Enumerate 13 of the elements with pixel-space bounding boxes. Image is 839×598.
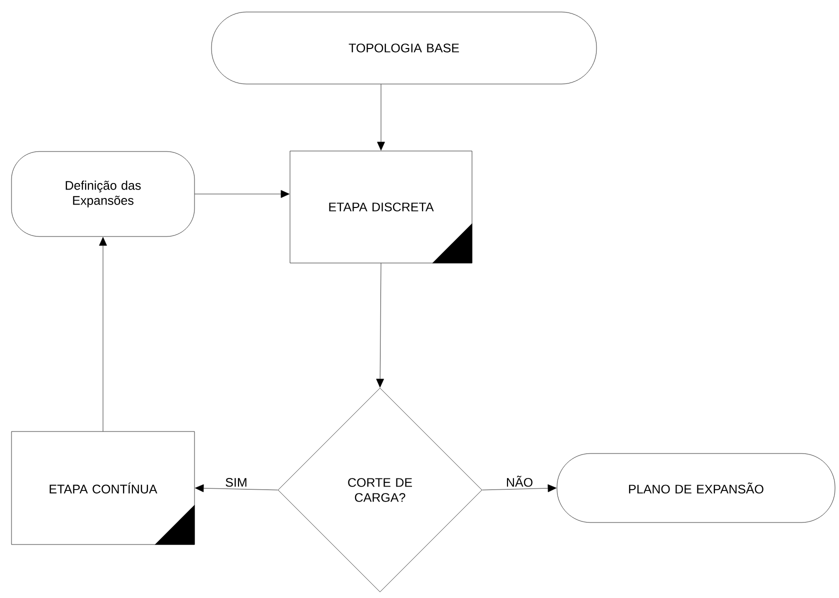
terminal-box: TOPOLOGIA BASE bbox=[211, 12, 597, 84]
process-box: ETAPA CONTÍNUA bbox=[11, 431, 195, 545]
arrow bbox=[482, 484, 557, 492]
arrow bbox=[99, 237, 107, 432]
edge-label: SIM bbox=[226, 478, 246, 487]
edge-label: NÃO bbox=[506, 476, 532, 487]
arrow bbox=[194, 190, 290, 198]
arrow bbox=[376, 263, 384, 388]
process-box: ETAPA DISCRETA bbox=[290, 150, 472, 264]
arrow bbox=[377, 84, 385, 150]
terminal-box: PLANO DE EXPANSÃO bbox=[556, 453, 836, 523]
arrow bbox=[195, 484, 278, 492]
process-box: Definição das Expansões bbox=[11, 151, 195, 237]
